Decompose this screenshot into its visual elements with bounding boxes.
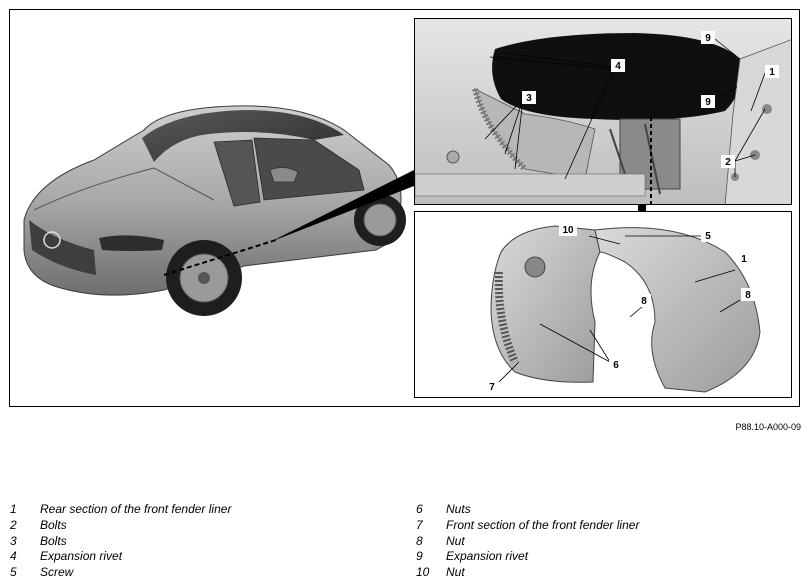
top-inset-detail: 9 4 1 3 9 2 bbox=[414, 18, 792, 205]
callout-2: 2 bbox=[725, 157, 731, 168]
car-illustration bbox=[23, 105, 406, 316]
callout-3: 3 bbox=[526, 93, 532, 104]
legend-item: 1 Rear section of the front fender liner bbox=[10, 502, 231, 518]
legend-number: 9 bbox=[416, 549, 423, 564]
legend-item: 8 Nut bbox=[416, 534, 639, 550]
callout-9-lower: 9 bbox=[705, 97, 711, 108]
callout-5: 5 bbox=[705, 231, 711, 242]
callout-9-top: 9 bbox=[705, 33, 711, 44]
legend-text: Nut bbox=[446, 565, 465, 580]
callout-1-top: 1 bbox=[769, 67, 775, 78]
callout-6: 6 bbox=[613, 360, 619, 371]
legend-item: 10 Nut bbox=[416, 565, 639, 581]
legend-text: Front section of the front fender liner bbox=[446, 517, 640, 532]
legend-number: 10 bbox=[416, 565, 430, 580]
legend-number: 3 bbox=[10, 533, 17, 548]
legend-item: 5 Screw bbox=[10, 565, 231, 581]
legend-item: 3 Bolts bbox=[10, 534, 231, 550]
legend-item: 6 Nuts bbox=[416, 502, 639, 518]
figure-frame: 9 4 1 3 9 2 bbox=[9, 9, 800, 407]
legend-number: 4 bbox=[10, 549, 17, 564]
callout-10: 10 bbox=[562, 225, 574, 236]
legend-text: Expansion rivet bbox=[40, 549, 123, 564]
legend-text: Rear section of the front fender liner bbox=[40, 502, 232, 516]
bottom-inset-detail: 10 5 1 8 8 6 7 bbox=[414, 211, 792, 398]
legend-text: Screw bbox=[40, 565, 74, 580]
legend-number: 7 bbox=[416, 517, 423, 532]
legend-item: 9 Expansion rivet bbox=[416, 549, 639, 565]
legend-number: 2 bbox=[10, 517, 17, 532]
legend-item: 7 Front section of the front fender liner bbox=[416, 518, 639, 534]
legend-number: 5 bbox=[10, 565, 17, 580]
callout-1-bottom: 1 bbox=[741, 254, 747, 265]
legend-right-column: 6 Nuts 7 Front section of the front fender… bbox=[416, 502, 639, 581]
legend-text: Expansion rivet bbox=[446, 549, 529, 564]
figure-code: P88.10-A000-09 bbox=[735, 422, 801, 432]
callout-8-right: 8 bbox=[745, 290, 751, 301]
legend-text: Nut bbox=[446, 533, 465, 548]
callout-8-left: 8 bbox=[641, 296, 647, 307]
legend-item: 4 Expansion rivet bbox=[10, 549, 231, 565]
fender-liner-illustration: 10 5 1 8 8 6 7 bbox=[485, 223, 761, 393]
legend-item: 2 Bolts bbox=[10, 518, 231, 534]
legend-text: Bolts bbox=[40, 533, 67, 548]
callout-7: 7 bbox=[489, 382, 495, 393]
legend-text: Nuts bbox=[446, 502, 471, 516]
callout-4: 4 bbox=[615, 61, 621, 72]
legend-text: Bolts bbox=[40, 517, 67, 532]
legend-number: 8 bbox=[416, 533, 423, 548]
legend-number: 1 bbox=[10, 502, 17, 516]
legend-number: 6 bbox=[416, 502, 423, 516]
wheel-arch-illustration: 9 4 1 3 9 2 bbox=[415, 19, 791, 204]
